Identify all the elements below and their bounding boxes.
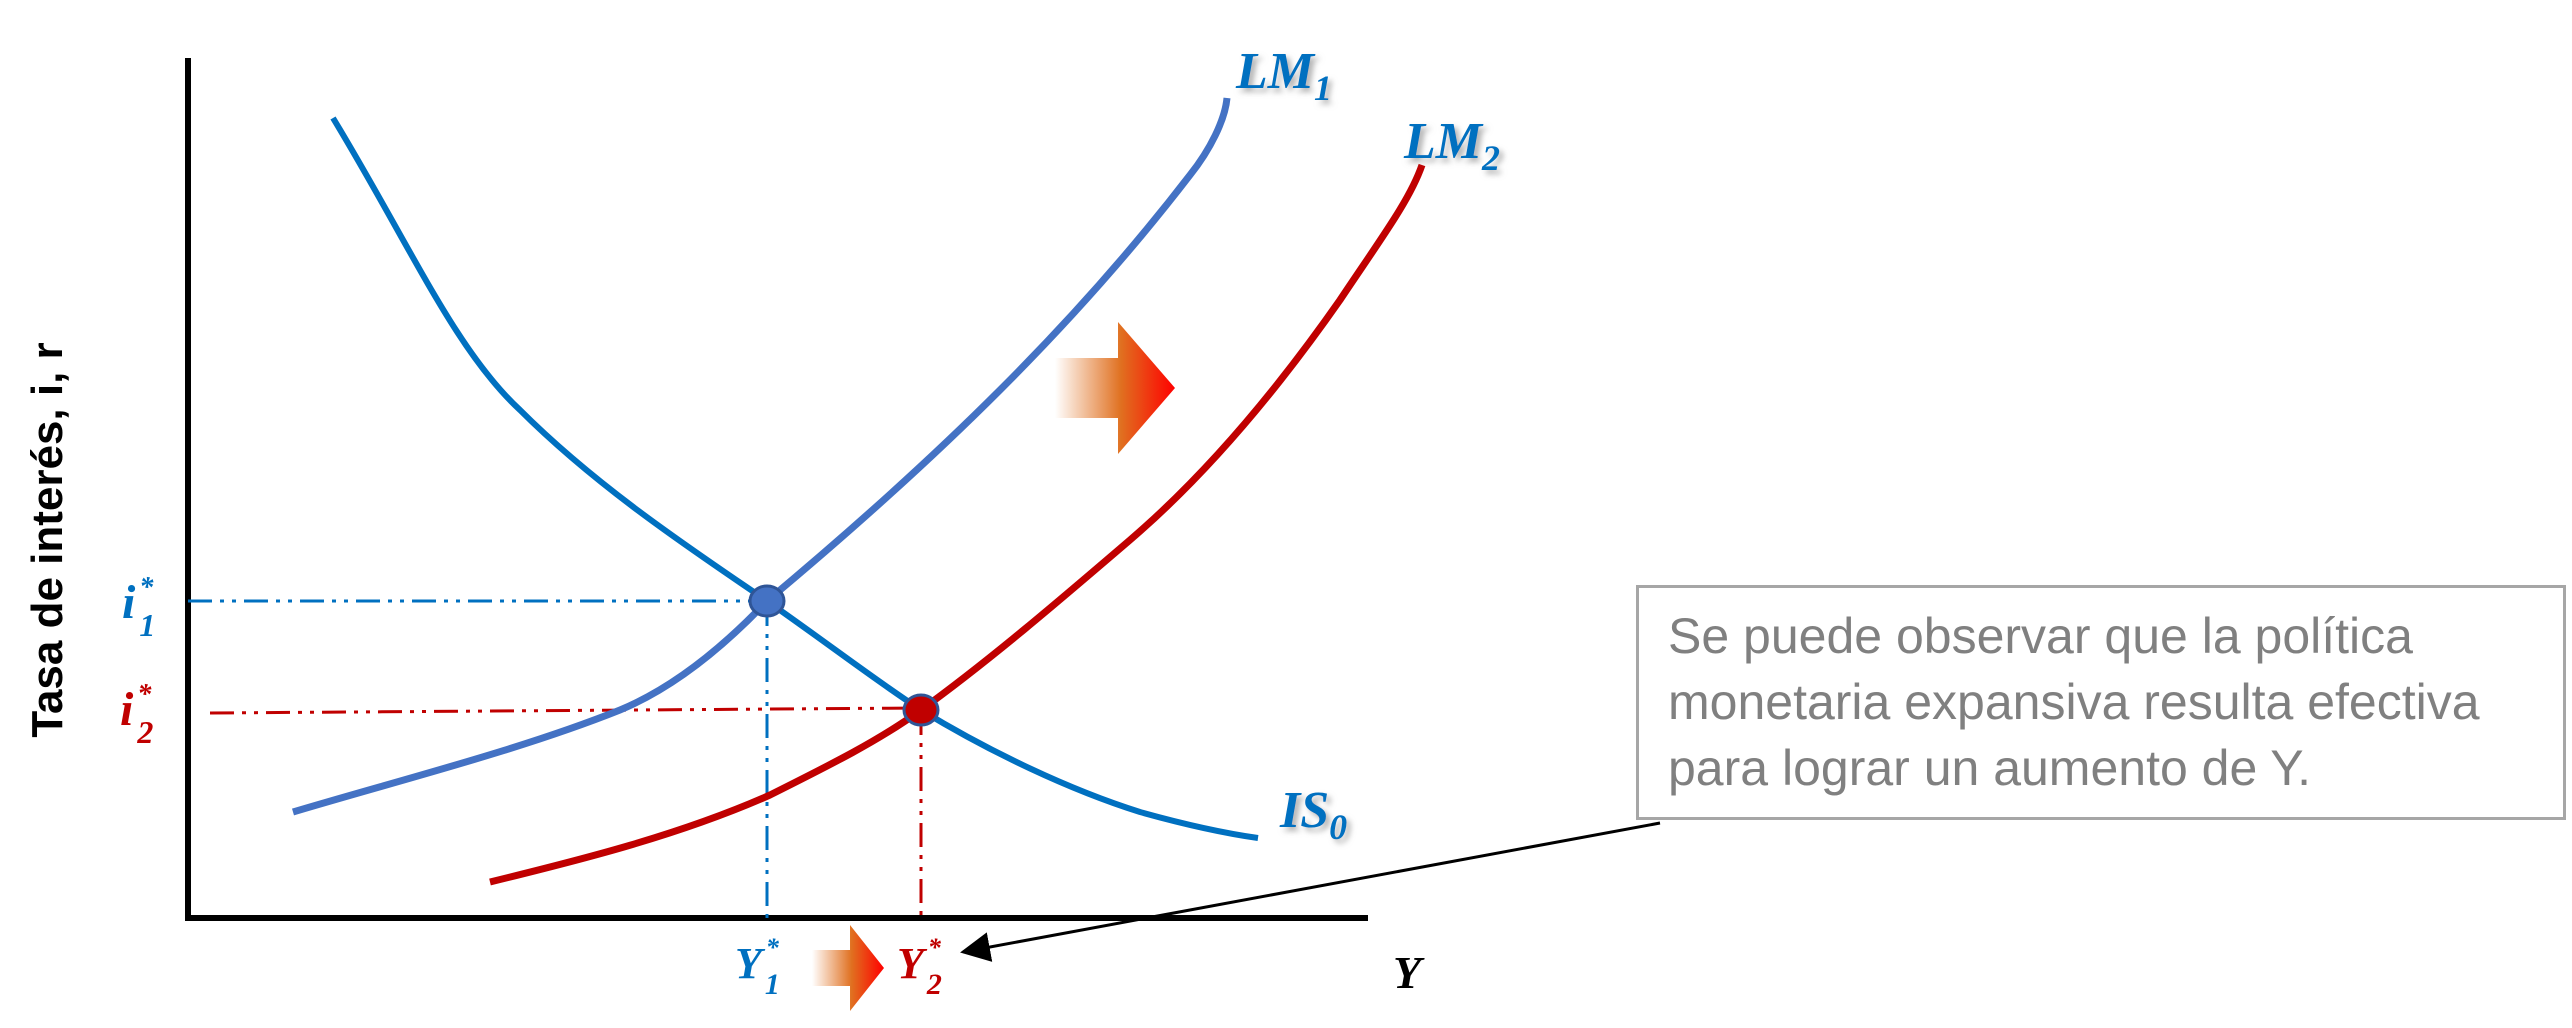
note-text: Se puede observar que la política moneta… [1668, 608, 2480, 796]
lm-shift-arrow-icon [1055, 322, 1175, 454]
i2-label: i*2 [120, 679, 153, 750]
is0-curve [330, 116, 1259, 841]
lm1-curve [291, 97, 1231, 816]
x-axis-label: Y [1393, 947, 1425, 998]
lm2-curve [489, 163, 1426, 886]
i2-guide [209, 706, 921, 715]
equilibrium-point-1 [748, 584, 786, 618]
y-axis-label: Tasa de interés, i, r [23, 342, 72, 737]
is0-label: IS0 [1279, 782, 1347, 847]
svg-text:LM2: LM2 [1403, 113, 1500, 178]
note-pointer-arrow [960, 821, 1661, 962]
i1-label: i*1 [122, 572, 155, 643]
note-box [1636, 585, 2566, 820]
svg-text:IS0: IS0 [1279, 782, 1347, 847]
equilibrium-point-2 [902, 693, 940, 727]
y2-label: Y*2 [897, 933, 942, 1001]
svg-text:LM1: LM1 [1235, 43, 1332, 108]
y1-label: Y*1 [735, 933, 780, 1001]
y-shift-arrow-icon [812, 925, 884, 1011]
lm2-label: LM2 [1403, 113, 1500, 178]
lm1-label: LM1 [1235, 43, 1332, 108]
